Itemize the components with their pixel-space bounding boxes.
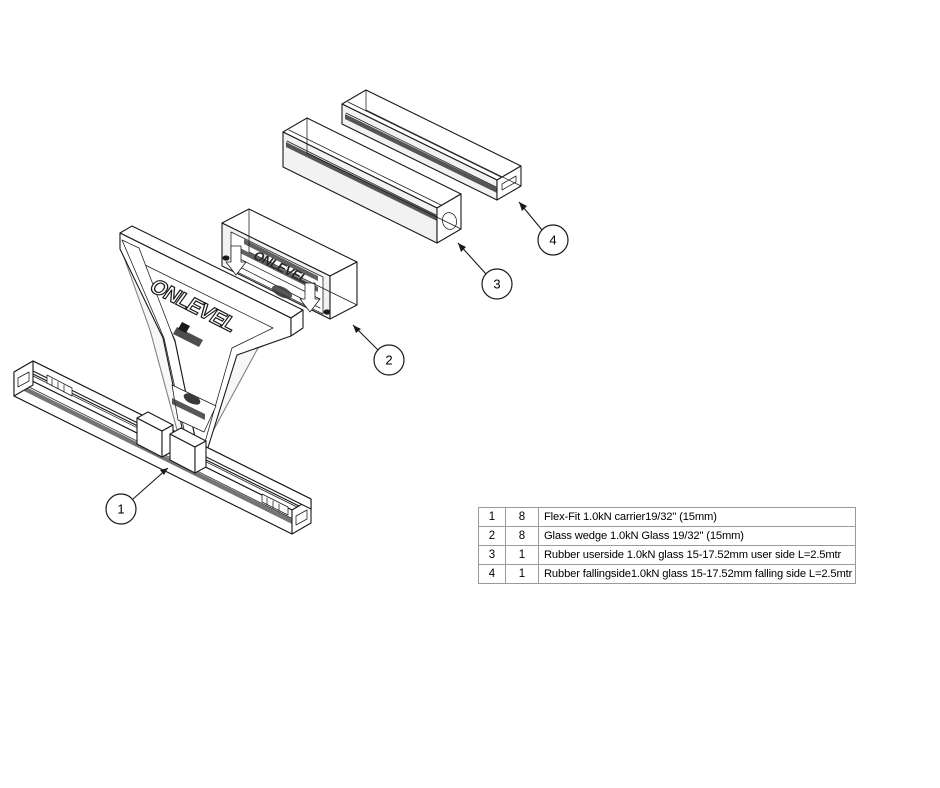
rail-clamp-block-left [136,411,174,458]
row-item-number: 3 [478,545,506,565]
row-item-number: 1 [478,507,506,527]
callout-4[interactable]: 4 [518,201,569,256]
callout-2[interactable]: 2 [352,324,405,376]
row-description: Rubber fallingside1.0kN glass 15-17.52mm… [537,564,857,584]
parts-list-body: 1 8 Flex-Fit 1.0kN carrier19/32" (15mm) … [478,507,857,584]
row-quantity: 1 [505,545,539,565]
callout-3[interactable]: 3 [457,242,513,300]
rail-clamp-block-right [169,427,207,474]
row-item-number: 2 [478,526,506,546]
part-rubber-userside [282,117,462,244]
part-rubber-fallingside [341,89,522,201]
callout-1[interactable]: 1 [105,467,169,525]
part-glass-wedge: ONLEVEL [221,208,358,320]
table-row: 4 1 Rubber fallingside1.0kN glass 15-17.… [478,564,857,584]
part-base-rail [13,360,312,535]
row-quantity: 8 [505,507,539,527]
row-item-number: 4 [478,564,506,584]
row-description: Flex-Fit 1.0kN carrier19/32" (15mm) [537,507,857,527]
callout-2-label: 2 [385,352,392,367]
row-quantity: 8 [505,526,539,546]
row-description: Glass wedge 1.0kN Glass 19/32" (15mm) [537,526,857,546]
part-carrier: ONLEVEL [119,225,304,471]
table-row: 1 8 Flex-Fit 1.0kN carrier19/32" (15mm) [478,507,857,527]
callout-4-label: 4 [549,232,556,247]
callout-3-label: 3 [493,276,500,291]
table-row: 2 8 Glass wedge 1.0kN Glass 19/32" (15mm… [478,526,857,546]
row-description: Rubber userside 1.0kN glass 15-17.52mm u… [537,545,857,565]
callout-group: 1 2 3 4 [105,201,569,525]
table-row: 3 1 Rubber userside 1.0kN glass 15-17.52… [478,545,857,565]
parts-list-table: 1 8 Flex-Fit 1.0kN carrier19/32" (15mm) … [478,507,857,584]
callout-1-label: 1 [117,501,124,516]
row-quantity: 1 [505,564,539,584]
